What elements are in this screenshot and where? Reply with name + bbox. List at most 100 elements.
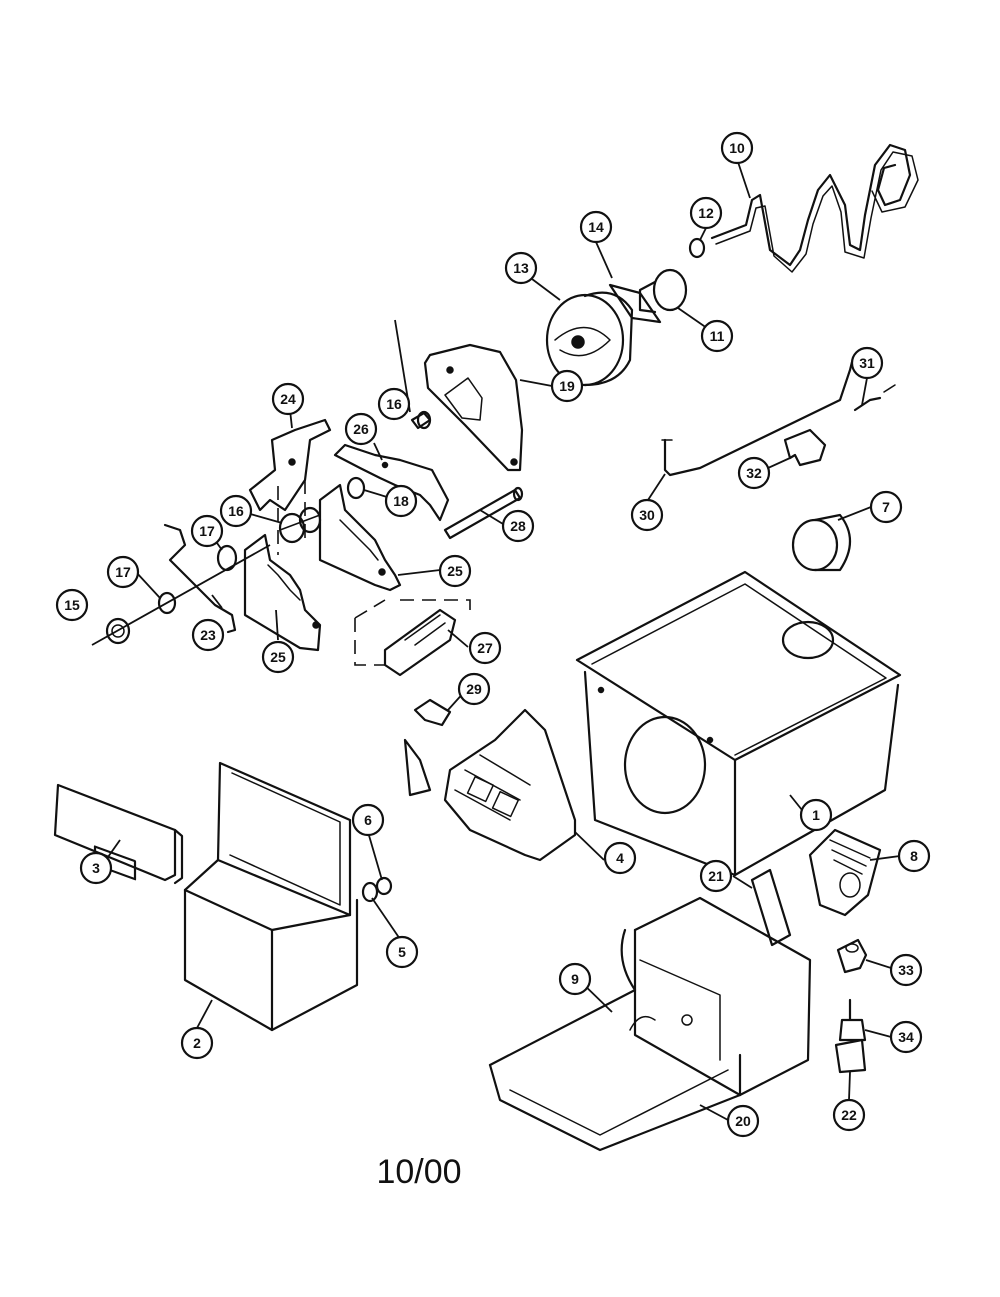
callout-33: 33 [889,953,923,987]
svg-text:19: 19 [559,378,575,394]
svg-text:29: 29 [466,681,482,697]
part-19-housing [423,343,524,472]
svg-text:3: 3 [92,860,100,876]
part-8-motor-block [808,828,882,917]
svg-text:16: 16 [386,396,402,412]
part-16-coupling-lower [278,506,322,544]
part-7-collar [791,513,852,572]
callout-10: 10 [720,131,754,165]
part-14-blade [608,283,662,324]
callout-18: 18 [384,484,418,518]
svg-text:17: 17 [115,564,131,580]
svg-text:17: 17 [199,523,215,539]
svg-text:33: 33 [898,962,914,978]
part-13-impeller [545,291,634,387]
part-1-ice-bin [575,570,902,877]
svg-text:24: 24 [280,391,296,407]
svg-text:21: 21 [708,868,724,884]
svg-text:22: 22 [841,1107,857,1123]
part-6-nut [375,876,393,896]
svg-text:31: 31 [859,355,875,371]
svg-text:4: 4 [616,850,624,866]
callout-11: 11 [700,319,734,353]
callout-30: 30 [630,498,664,532]
callout-4: 4 [603,841,637,875]
part-34-valve [838,998,867,1042]
callout-28: 28 [501,509,535,543]
callout-8: 8 [897,839,931,873]
part-26-bracket [333,443,450,522]
part-12-ring [688,237,706,259]
callout-12: 12 [689,196,723,230]
callout-20: 20 [726,1104,760,1138]
part-32-clip [783,428,827,467]
callout-3: 3 [79,851,113,885]
svg-text:25: 25 [447,563,463,579]
svg-text:12: 12 [698,205,714,221]
part-5-washer [361,881,379,903]
callout-15: 15 [55,588,89,622]
part-25-plate-upper [318,483,402,592]
part-33-coil [836,938,868,974]
svg-text:34: 34 [898,1029,914,1045]
svg-text:15: 15 [64,597,80,613]
part-22-bracket [834,1038,867,1074]
callout-16-upper: 16 [377,387,411,421]
callout-2: 2 [180,1026,214,1060]
svg-text:7: 7 [882,499,890,515]
part-11-hub [638,268,688,314]
callout-17-upper: 17 [190,514,224,548]
callout-17-lower: 17 [106,555,140,589]
callout-31: 31 [850,346,884,380]
part-29-clip [403,698,452,797]
callout-9: 9 [558,962,592,996]
leader-lines [107,161,901,1121]
callout-21: 21 [699,859,733,893]
callout-24: 24 [271,382,305,416]
part-25-plate-lower [243,533,322,652]
part-4-motor [443,708,577,862]
part-30-rod [661,360,854,477]
callout-34: 34 [889,1020,923,1054]
callout-25-upper: 25 [438,554,472,588]
svg-text:27: 27 [477,640,493,656]
callout-16-lower: 16 [219,494,253,528]
svg-text:30: 30 [639,507,655,523]
svg-text:2: 2 [193,1035,201,1051]
svg-text:16: 16 [228,503,244,519]
callout-7: 7 [869,490,903,524]
svg-text:6: 6 [364,812,372,828]
callout-1: 1 [799,798,833,832]
part-16-bushing-upper [410,410,432,430]
svg-text:28: 28 [510,518,526,534]
svg-text:18: 18 [393,493,409,509]
callout-32: 32 [737,456,771,490]
svg-text:26: 26 [353,421,369,437]
part-28-rod [443,486,524,540]
svg-text:1: 1 [812,807,820,823]
part-27-solenoid [383,608,457,677]
callout-27: 27 [468,631,502,665]
callout-26: 26 [344,412,378,446]
callout-5: 5 [385,935,419,969]
svg-text:5: 5 [398,944,406,960]
part-20-base-tray [488,896,812,1152]
part-21-plate [750,868,792,947]
svg-text:25: 25 [270,649,286,665]
part-2-bucket [183,761,359,1032]
svg-text:13: 13 [513,260,529,276]
part-31-spring [853,384,896,412]
callout-6: 6 [351,803,385,837]
part-17-washer-lower [157,591,177,615]
part-3-door-panel [53,783,184,885]
callout-23: 23 [191,618,225,652]
part-10-wire-coil [710,143,919,273]
date-code: 10/00 [376,1153,461,1191]
part-24-bracket [248,418,332,512]
svg-text:8: 8 [910,848,918,864]
svg-text:32: 32 [746,465,762,481]
svg-text:10: 10 [729,140,745,156]
svg-text:23: 23 [200,627,216,643]
svg-text:14: 14 [588,219,604,235]
